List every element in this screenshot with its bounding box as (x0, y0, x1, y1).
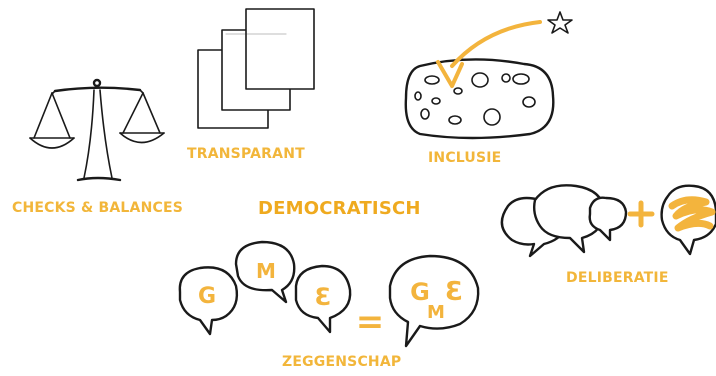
letter-bubbles-icon: G M Ɛ = G Ɛ M (178, 240, 480, 348)
glyph-g: G (198, 284, 216, 309)
glyph-e: Ɛ (315, 283, 332, 311)
label-deliberatie: DELIBERATIE (566, 270, 669, 286)
result-glyph-g: G (410, 278, 430, 306)
documents-icon (197, 8, 315, 129)
result-glyph-m: M (427, 302, 445, 323)
result-glyph-e: Ɛ (445, 277, 463, 307)
label-zeggenschap: ZEGGENSCHAP (282, 354, 402, 370)
label-checks-balances: CHECKS & BALANCES (12, 200, 184, 216)
glyph-m: M (256, 259, 276, 283)
sponge-star-icon (404, 11, 573, 140)
speech-bubbles-icon (500, 184, 716, 258)
label-inclusie: INCLUSIE (428, 150, 502, 166)
label-transparant: TRANSPARANT (187, 146, 305, 162)
label-democratisch: DEMOCRATISCH (258, 198, 421, 219)
equals-sign: = (356, 302, 385, 342)
scale-icon (29, 78, 165, 182)
